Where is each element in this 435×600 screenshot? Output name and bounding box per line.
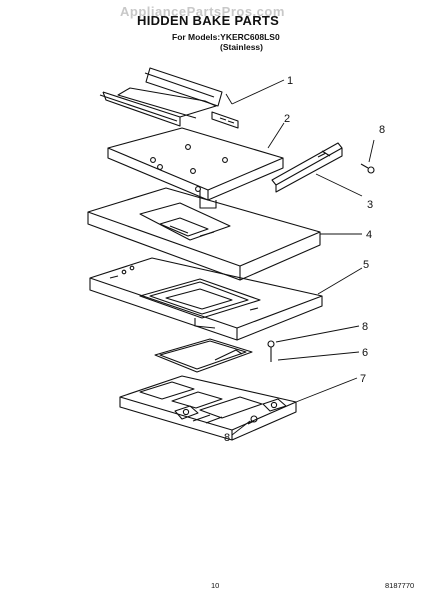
watermark: AppliancePartsPros.com (120, 4, 285, 19)
screw-bottom (247, 415, 258, 425)
callout-3: 3 (367, 199, 373, 211)
leader-lines (225, 79, 375, 436)
side-strip (271, 142, 343, 193)
bake-element (99, 67, 239, 129)
element-cover (107, 127, 284, 209)
finish-line: (Stainless) (220, 42, 263, 52)
oven-bottom-tray (89, 257, 323, 341)
callout-7: 7 (360, 373, 366, 385)
callout-5: 5 (363, 259, 369, 271)
insulation-block (87, 187, 321, 281)
callout-1: 1 (287, 75, 293, 87)
page-title: HIDDEN BAKE PARTS (137, 13, 280, 28)
document-number: 8187770 (385, 581, 415, 590)
cover-base-plate (119, 375, 297, 441)
callout-6: 6 (362, 347, 368, 359)
callout-8-top: 8 (379, 124, 385, 136)
callout-8-bottom: 8 (224, 432, 230, 444)
screw-top (360, 163, 375, 174)
page-number: 10 (211, 581, 220, 590)
models-line: For Models:YKERC608LS0 (172, 32, 280, 42)
callout-8-middle: 8 (362, 321, 368, 333)
gasket-plate (154, 338, 253, 373)
screw-middle (267, 340, 275, 362)
callout-2: 2 (284, 113, 290, 125)
callout-4: 4 (366, 229, 372, 241)
